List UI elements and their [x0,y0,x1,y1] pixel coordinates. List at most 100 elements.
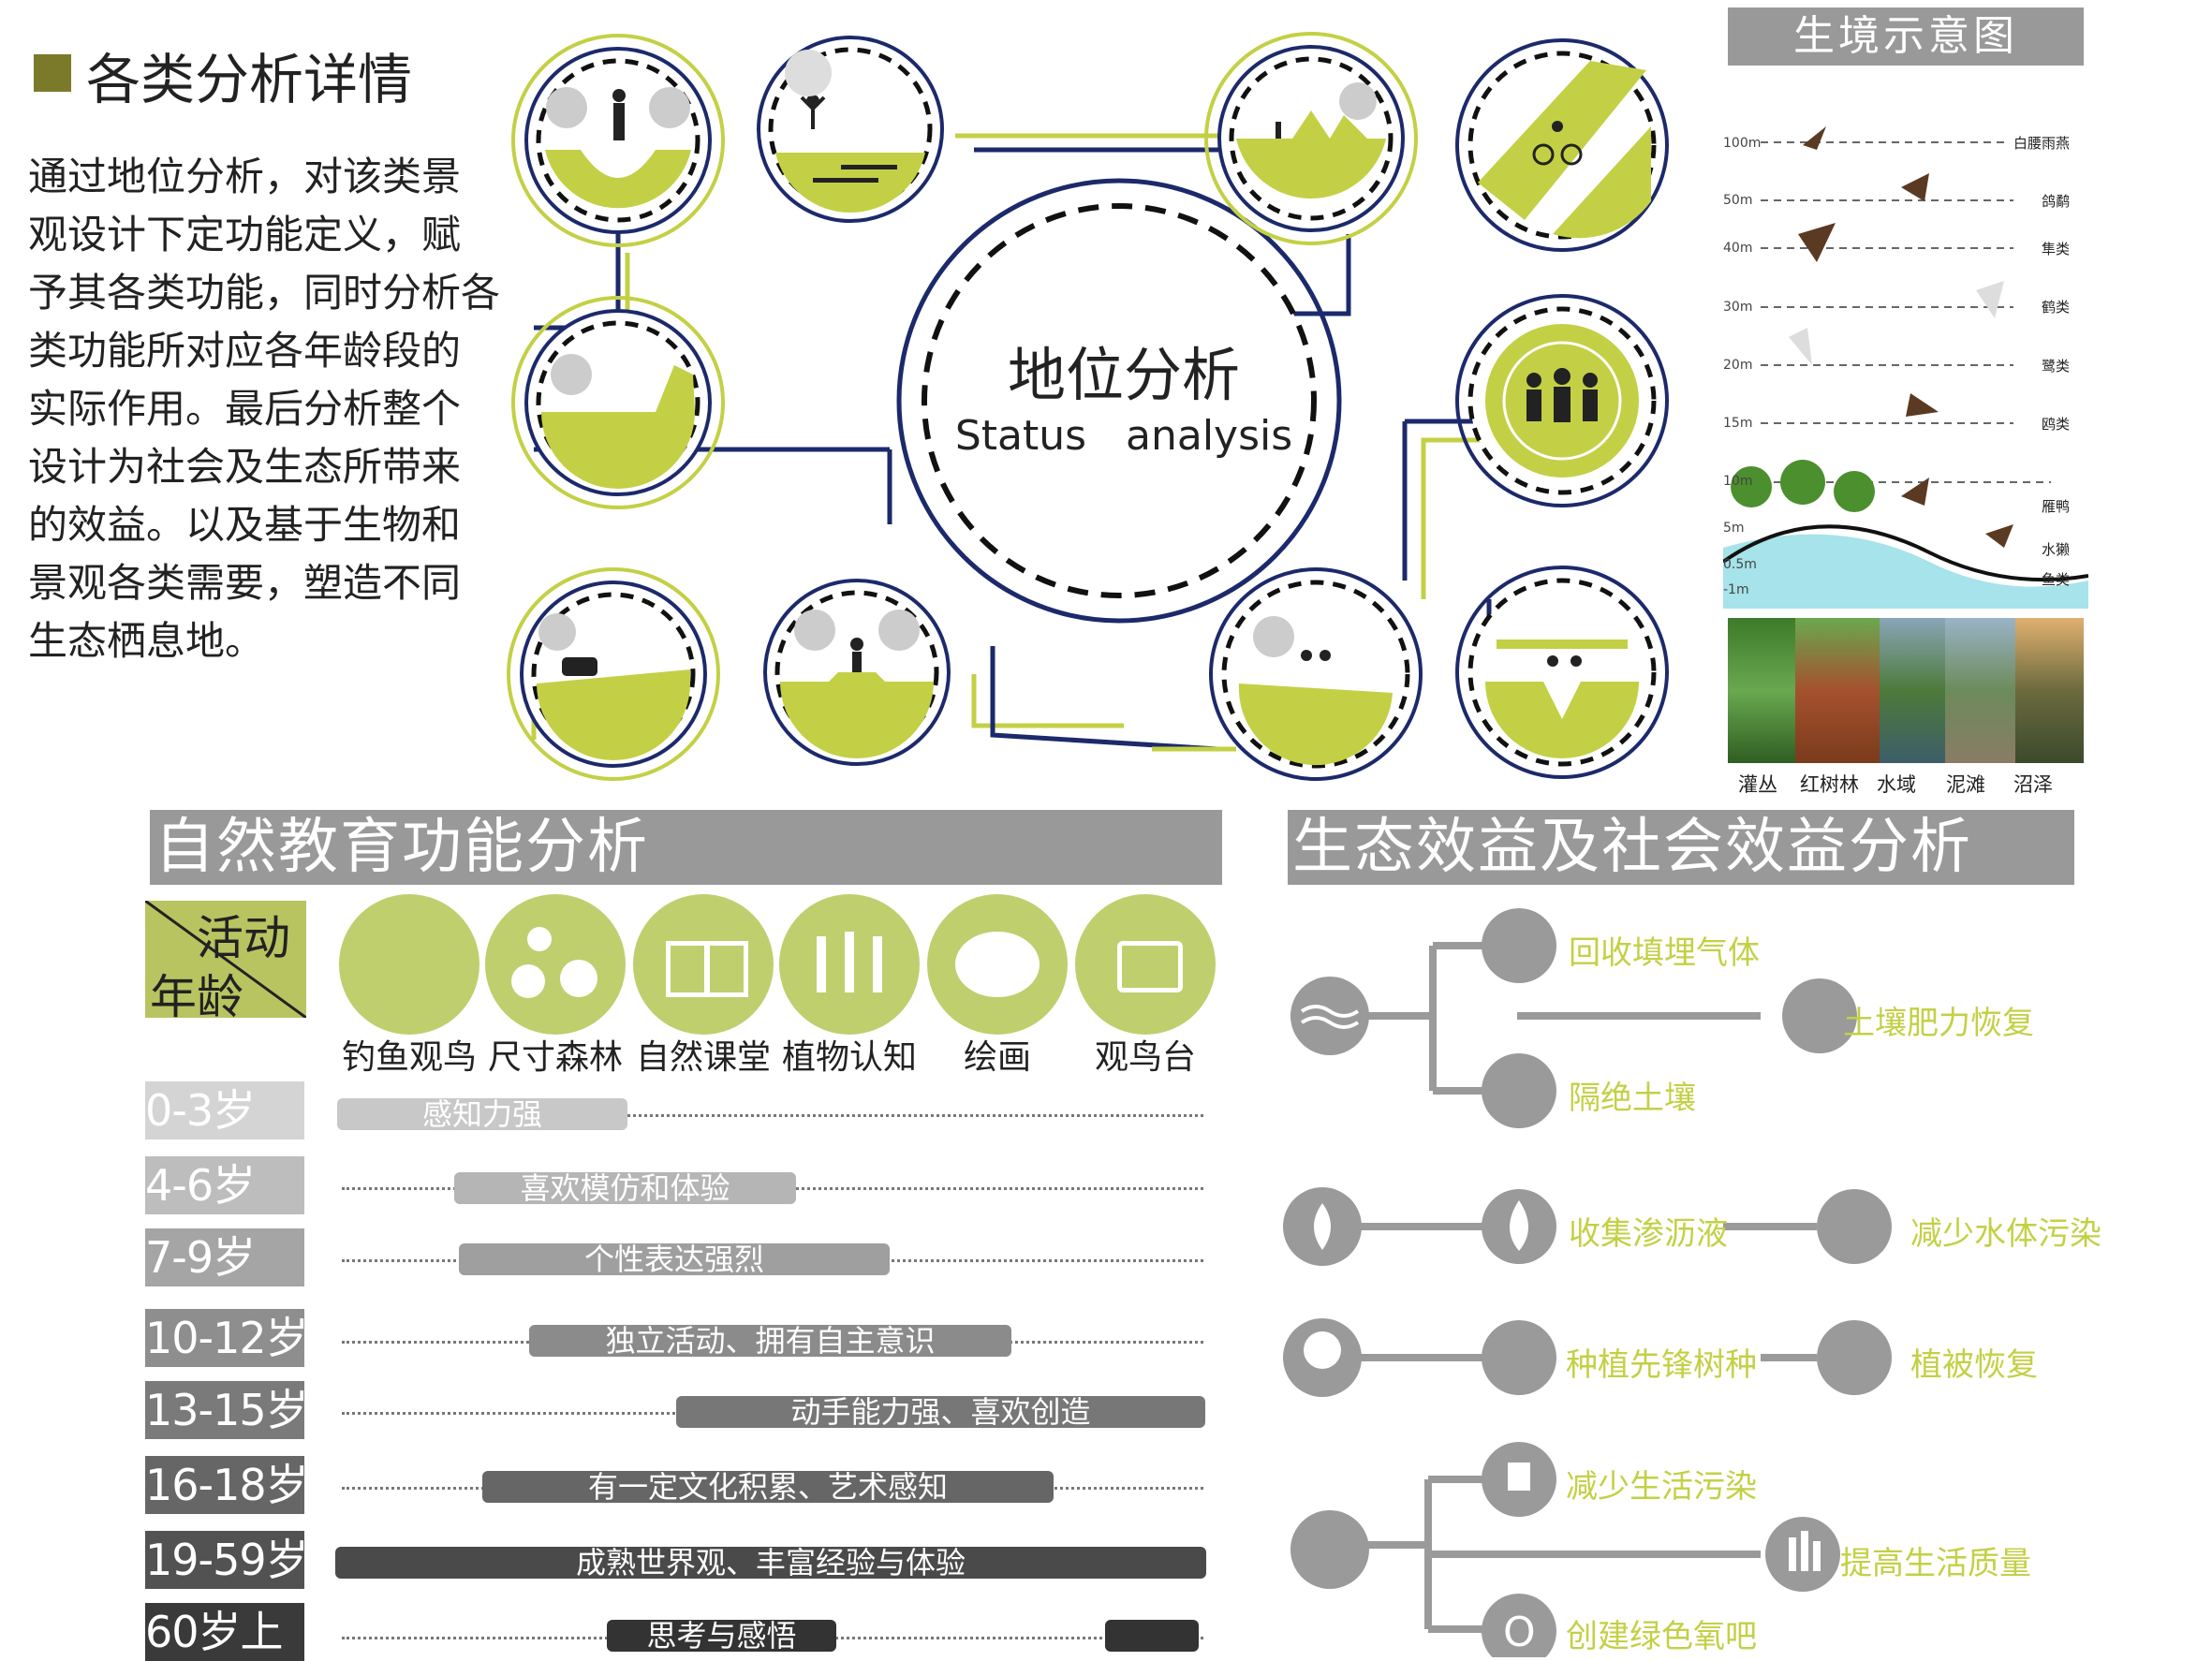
eco-item: 减少生活污染 [1566,1468,1757,1506]
center-outer-ring [896,178,1342,624]
photo-caption: 泥滩 [1946,773,1985,796]
photo-water [1880,618,1945,763]
age-cell: 16-18岁 [145,1456,304,1514]
habitat-title: 生境示意图 [1793,12,2018,60]
species-label: 隼类 [2042,241,2071,257]
soil-fertility-icon [1782,978,1857,1053]
habitat-chart [1723,126,2088,609]
description-line: 观设计下定功能定义，赋 [28,212,462,257]
photo-mudflat [1945,618,2015,763]
age-cell: 13-15岁 [145,1381,304,1439]
height-label: -1m [1723,582,1749,597]
description-line: 设计为社会及生态所带来 [28,444,462,490]
book-icon [633,894,774,1035]
scene-circle-bike [1455,38,1669,252]
scene-circle-slope [511,296,725,509]
fishing-icon [339,894,479,1035]
height-label: 10m [1723,474,1753,489]
eco-title-bar [1288,810,2074,885]
height-label: 15m [1723,416,1753,431]
drop-ripple-icon [1817,1189,1892,1264]
height-label: 30m [1723,300,1753,315]
eco-item: 收集渗沥液 [1569,1215,1728,1253]
activity-label: 绘画 [963,1038,1031,1077]
activity-label: 钓鱼观鸟 [341,1038,477,1077]
species-label: 鸽鹬 [2042,193,2071,210]
birdwatch-icon [1075,894,1216,1035]
habitat-title-bar [1728,7,2084,66]
row-bar-end [1105,1620,1199,1652]
corner-activity: 活动 [197,911,290,965]
description-line: 类功能所对应各年龄段的 [28,328,462,374]
species-label: 鱼类 [2042,571,2071,588]
scene-circle-people [1455,294,1669,507]
photo-marsh [2015,618,2084,763]
header-square-icon [34,54,71,92]
sprout-hand-icon [1482,1320,1556,1395]
description: 通过地位分析，对该类景 观设计下定功能定义，赋 予其各类功能，同时分析各 类功能… [28,148,534,670]
recycle-icon [1482,908,1556,983]
oxygen-icon [1482,1594,1556,1657]
row-bar: 感知力强 [337,1098,627,1130]
photo-caption: 水域 [1877,773,1916,796]
scene-circle-jump [757,36,944,223]
eco-item: 种植先锋树种 [1566,1346,1757,1384]
row-bar: 喜欢模仿和体验 [454,1172,796,1204]
description-line: 景观各类需要，塑造不同 [28,560,462,606]
row-bar: 独立活动、拥有自主意识 [529,1325,1011,1357]
eco-item: 隔绝土壤 [1569,1080,1696,1117]
age-cell: 60岁上 [145,1603,304,1661]
height-label: 50m [1723,193,1753,208]
eco-item: 提高生活质量 [1840,1545,2031,1582]
species-label: 白腰雨燕 [2013,135,2071,152]
height-label: 0.5m [1723,557,1757,572]
eco-title: 生态效益及社会效益分析 [1292,813,1972,882]
age-cell: 0-3岁 [145,1081,304,1139]
species-label: 水獭 [2042,541,2071,558]
row-bar: 个性表达强烈 [459,1243,890,1275]
description-line: 予其各类功能，同时分析各 [28,270,501,316]
row-bar: 成熟世界观、丰富经验与体验 [335,1547,1206,1579]
age-cell: 10-12岁 [145,1309,304,1367]
species-label: 鸥类 [2042,416,2071,433]
eco-item: 回收填埋气体 [1569,934,1760,972]
leaf-icon [1817,1320,1892,1395]
water-wave-icon [1290,977,1369,1055]
wheat-icon [779,894,920,1035]
activity-label: 自然课堂 [635,1038,771,1077]
palette-icon [927,894,1068,1035]
photo-caption: 红树林 [1800,773,1859,796]
eco-item: 减少水体污染 [1910,1215,2101,1253]
height-label: 100m [1723,136,1762,151]
scene-circle-shore [1209,567,1423,781]
photo-caption: 沼泽 [2013,773,2053,796]
activity-label: 植物认知 [781,1038,917,1077]
row-bar: 动手能力强、喜欢创造 [676,1396,1205,1428]
corner-cell [145,901,306,1018]
forest-dots-icon [485,894,626,1035]
height-label: 20m [1723,358,1753,373]
center-dashed-ring [922,203,1317,598]
page-title: 各类分析详情 [86,48,413,111]
row-bar: 有一定文化积累、艺术感知 [482,1471,1054,1503]
house-tree-icon [1290,1510,1369,1589]
species-label: 雁鸭 [2042,498,2071,515]
status-subtitle: Status analysis [954,412,1293,460]
scene-circle-car [507,567,720,781]
row-bar: 思考与感悟 [607,1620,836,1652]
education-title-bar [150,810,1222,885]
age-cell: 4-6岁 [145,1156,304,1214]
status-title: 地位分析 [1007,341,1240,409]
activity-label: 观鸟台 [1094,1038,1196,1077]
svg-text:O: O [1503,1609,1536,1656]
age-cell: 19-59岁 [145,1531,304,1589]
eco-diagram: O [1283,908,1892,1657]
photo-shrub [1728,618,1795,763]
description-line: 的效益。以及基于生物和 [28,502,462,548]
scene-circle-wetland [1455,566,1669,779]
description-line: 实际作用。最后分析整个 [28,386,462,432]
scene-circle-mountain [1204,32,1418,245]
eco-item: 土壤肥力恢复 [1843,1005,2034,1042]
species-label: 鹭类 [2042,358,2071,375]
